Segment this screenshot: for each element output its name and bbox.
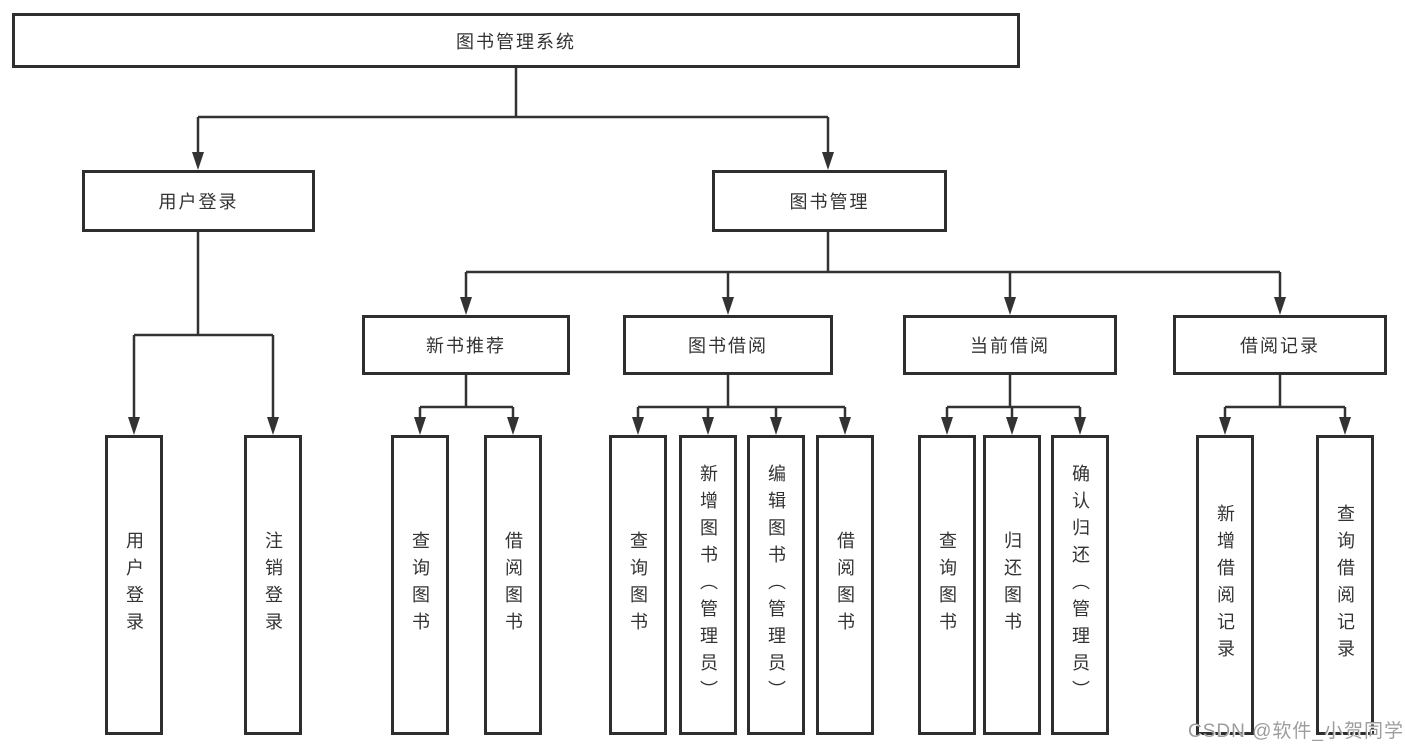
node-root-system: 图书管理系统 <box>12 13 1020 68</box>
arrow-down-icon <box>192 152 204 170</box>
arrow-down-icon <box>1006 417 1018 435</box>
node-label: 图书借阅 <box>688 336 768 356</box>
arrow-down-icon <box>1219 417 1231 435</box>
connector-book-management-children <box>464 232 1282 298</box>
node-label: 新增借阅记录 <box>1215 504 1235 666</box>
leaf-current-query-books: 查询图书 <box>918 435 976 735</box>
node-label: 查询图书 <box>628 531 648 639</box>
node-label: 编辑图书（管理员） <box>766 463 786 707</box>
leaf-recommend-borrow-books: 借阅图书 <box>484 435 542 735</box>
arrow-down-icon <box>1074 417 1086 435</box>
node-book-management: 图书管理 <box>712 170 947 232</box>
arrow-down-icon <box>460 297 472 315</box>
node-borrow-records: 借阅记录 <box>1173 315 1387 375</box>
node-label: 新增图书（管理员） <box>698 463 718 707</box>
arrow-down-icon <box>507 417 519 435</box>
node-new-book-recommend: 新书推荐 <box>362 315 570 375</box>
connector-strokes <box>132 68 1347 418</box>
arrow-down-icon <box>770 417 782 435</box>
leaf-current-confirm-return-admin: 确认归还（管理员） <box>1051 435 1109 735</box>
leaf-recommend-query-books: 查询图书 <box>391 435 449 735</box>
arrowheads <box>128 152 1351 435</box>
node-current-borrow: 当前借阅 <box>903 315 1117 375</box>
connector-current-borrow-children <box>945 375 1082 418</box>
node-label: 查询借阅记录 <box>1335 504 1355 666</box>
node-label: 用户登录 <box>124 531 144 639</box>
arrow-down-icon <box>632 417 644 435</box>
leaf-user-login: 用户登录 <box>105 435 163 735</box>
arrow-down-icon <box>839 417 851 435</box>
arrow-down-icon <box>1274 297 1286 315</box>
connector-new-book-children <box>418 375 515 418</box>
node-label: 借阅图书 <box>503 531 523 639</box>
arrow-down-icon <box>722 297 734 315</box>
connector-borrow-records-children <box>1223 375 1347 418</box>
node-label: 借阅图书 <box>835 531 855 639</box>
leaf-records-query-record: 查询借阅记录 <box>1316 435 1374 735</box>
arrow-down-icon <box>941 417 953 435</box>
node-label: 借阅记录 <box>1240 336 1320 356</box>
node-book-borrow: 图书借阅 <box>623 315 833 375</box>
leaf-records-add-record: 新增借阅记录 <box>1196 435 1254 735</box>
csdn-watermark: CSDN @软件_小贺同学 <box>1188 721 1404 742</box>
arrow-down-icon <box>822 152 834 170</box>
leaf-logout: 注销登录 <box>244 435 302 735</box>
node-label: 用户登录 <box>158 192 239 212</box>
leaf-borrow-edit-books-admin: 编辑图书（管理员） <box>747 435 805 735</box>
connector-book-borrow-children <box>636 375 847 418</box>
node-label: 当前借阅 <box>970 336 1050 356</box>
node-label: 查询图书 <box>410 531 430 639</box>
connector-root-to-level2 <box>196 68 830 153</box>
node-label: 归还图书 <box>1002 531 1022 639</box>
node-user-login: 用户登录 <box>82 170 315 232</box>
arrow-down-icon <box>267 417 279 435</box>
node-label: 注销登录 <box>263 531 283 639</box>
arrow-down-icon <box>1004 297 1016 315</box>
node-label: 查询图书 <box>937 531 957 639</box>
arrow-down-icon <box>702 417 714 435</box>
leaf-borrow-add-books-admin: 新增图书（管理员） <box>679 435 737 735</box>
connector-user-login-children <box>132 232 275 418</box>
node-label: 图书管理系统 <box>456 31 576 52</box>
node-label: 确认归还（管理员） <box>1070 463 1090 707</box>
node-label: 图书管理 <box>789 192 870 212</box>
arrow-down-icon <box>414 417 426 435</box>
arrow-down-icon <box>1339 417 1351 435</box>
node-label: 新书推荐 <box>426 336 506 356</box>
arrow-down-icon <box>128 417 140 435</box>
leaf-borrow-query-books: 查询图书 <box>609 435 667 735</box>
leaf-current-return-books: 归还图书 <box>983 435 1041 735</box>
leaf-borrow-borrow-books: 借阅图书 <box>816 435 874 735</box>
